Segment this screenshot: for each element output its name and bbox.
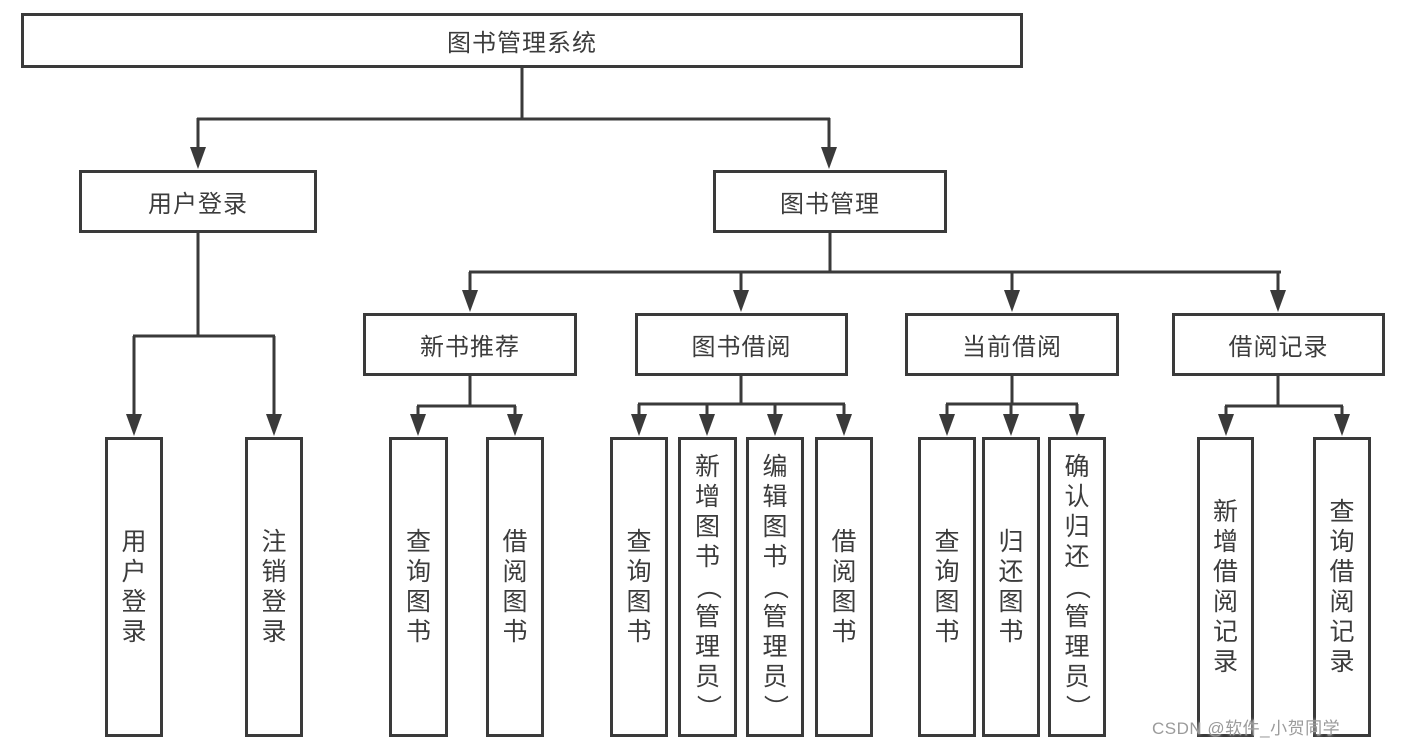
leaf-bb-query-book: 查询图书 <box>610 437 668 737</box>
leaf-bb-borrow-book: 借阅图书 <box>815 437 873 737</box>
arrowhead-icon <box>1003 414 1019 436</box>
connector-line <box>468 233 1281 297</box>
leaf-br-query-record-label: 查询借阅记录 <box>1329 498 1355 676</box>
leaf-bb-edit-book: 编辑图书（管理员） <box>746 437 804 737</box>
connector-line <box>637 376 846 420</box>
connector-line <box>196 68 831 152</box>
leaf-rec-borrow-book-label: 借阅图书 <box>502 528 528 646</box>
arrowhead-icon <box>1069 414 1085 436</box>
leaf-cb-confirm-return: 确认归还（管理员） <box>1048 437 1106 737</box>
leaf-logout-label: 注销登录 <box>261 528 287 646</box>
arrowhead-icon <box>631 414 647 436</box>
leaf-bb-query-book-label: 查询图书 <box>626 528 652 646</box>
leaf-cb-query-book: 查询图书 <box>918 437 976 737</box>
leaf-cb-confirm-return-label: 确认归还（管理员） <box>1063 453 1091 720</box>
node-current-borrow: 当前借阅 <box>905 313 1119 376</box>
arrowhead-icon <box>1004 290 1020 312</box>
node-user-login-label: 用户登录 <box>148 191 248 218</box>
node-book-borrow-label: 图书借阅 <box>691 334 792 361</box>
leaf-bb-add-book-label: 新增图书（管理员） <box>693 453 722 720</box>
leaf-br-query-record: 查询借阅记录 <box>1313 437 1371 737</box>
csdn-watermark: CSDN @软件_小贺同学 <box>1152 719 1341 738</box>
arrowhead-icon <box>699 414 715 436</box>
node-new-book-recommend: 新书推荐 <box>363 313 577 376</box>
leaf-rec-query-book-label: 查询图书 <box>405 528 431 646</box>
arrowhead-icon <box>939 414 955 436</box>
leaf-bb-borrow-book-label: 借阅图书 <box>831 528 857 646</box>
current-borrow-connectors <box>939 376 1085 436</box>
leaf-user-login: 用户登录 <box>105 437 163 737</box>
leaf-br-add-record: 新增借阅记录 <box>1197 437 1254 737</box>
leaf-br-add-record-label: 新增借阅记录 <box>1212 498 1238 676</box>
leaf-cb-return-book-label: 归还图书 <box>998 528 1024 646</box>
connector-line <box>416 376 517 420</box>
arrowhead-icon <box>266 414 282 436</box>
arrowhead-icon <box>1218 414 1234 436</box>
arrowhead-icon <box>507 414 523 436</box>
leaf-bb-edit-book-label: 编辑图书（管理员） <box>761 453 789 720</box>
leaf-user-login-label: 用户登录 <box>121 528 147 646</box>
arrowhead-icon <box>410 414 426 436</box>
book-borrow-connectors <box>631 376 852 436</box>
user-login-connectors <box>126 233 282 436</box>
arrowhead-icon <box>821 147 837 169</box>
arrowhead-icon <box>733 290 749 312</box>
arrowhead-icon <box>1334 414 1350 436</box>
book-management-connectors <box>462 233 1286 312</box>
arrowhead-icon <box>462 290 478 312</box>
arrowhead-icon <box>1270 290 1286 312</box>
connector-line <box>132 233 276 420</box>
arrowhead-icon <box>836 414 852 436</box>
node-borrow-records-label: 借阅记录 <box>1228 334 1329 361</box>
node-book-management: 图书管理 <box>713 170 947 233</box>
arrowhead-icon <box>767 414 783 436</box>
node-book-borrow: 图书借阅 <box>635 313 848 376</box>
node-new-book-recommend-label: 新书推荐 <box>420 334 520 361</box>
node-root: 图书管理系统 <box>21 13 1023 68</box>
node-book-management-label: 图书管理 <box>780 191 880 218</box>
leaf-cb-query-book-label: 查询图书 <box>934 528 960 646</box>
arrowhead-icon <box>126 414 142 436</box>
leaf-rec-borrow-book: 借阅图书 <box>486 437 544 737</box>
new-book-recommend-connectors <box>410 376 523 436</box>
node-current-borrow-label: 当前借阅 <box>962 334 1062 361</box>
node-borrow-records: 借阅记录 <box>1172 313 1385 376</box>
root-connectors <box>190 68 837 169</box>
arrowhead-icon <box>190 147 206 169</box>
leaf-logout: 注销登录 <box>245 437 303 737</box>
node-root-label: 图书管理系统 <box>447 30 597 57</box>
borrow-records-connectors <box>1218 376 1350 436</box>
leaf-bb-add-book: 新增图书（管理员） <box>678 437 737 737</box>
leaf-cb-return-book: 归还图书 <box>982 437 1040 737</box>
node-user-login: 用户登录 <box>79 170 317 233</box>
connector-line <box>945 376 1079 420</box>
connector-line <box>1224 376 1344 420</box>
leaf-rec-query-book: 查询图书 <box>389 437 448 737</box>
